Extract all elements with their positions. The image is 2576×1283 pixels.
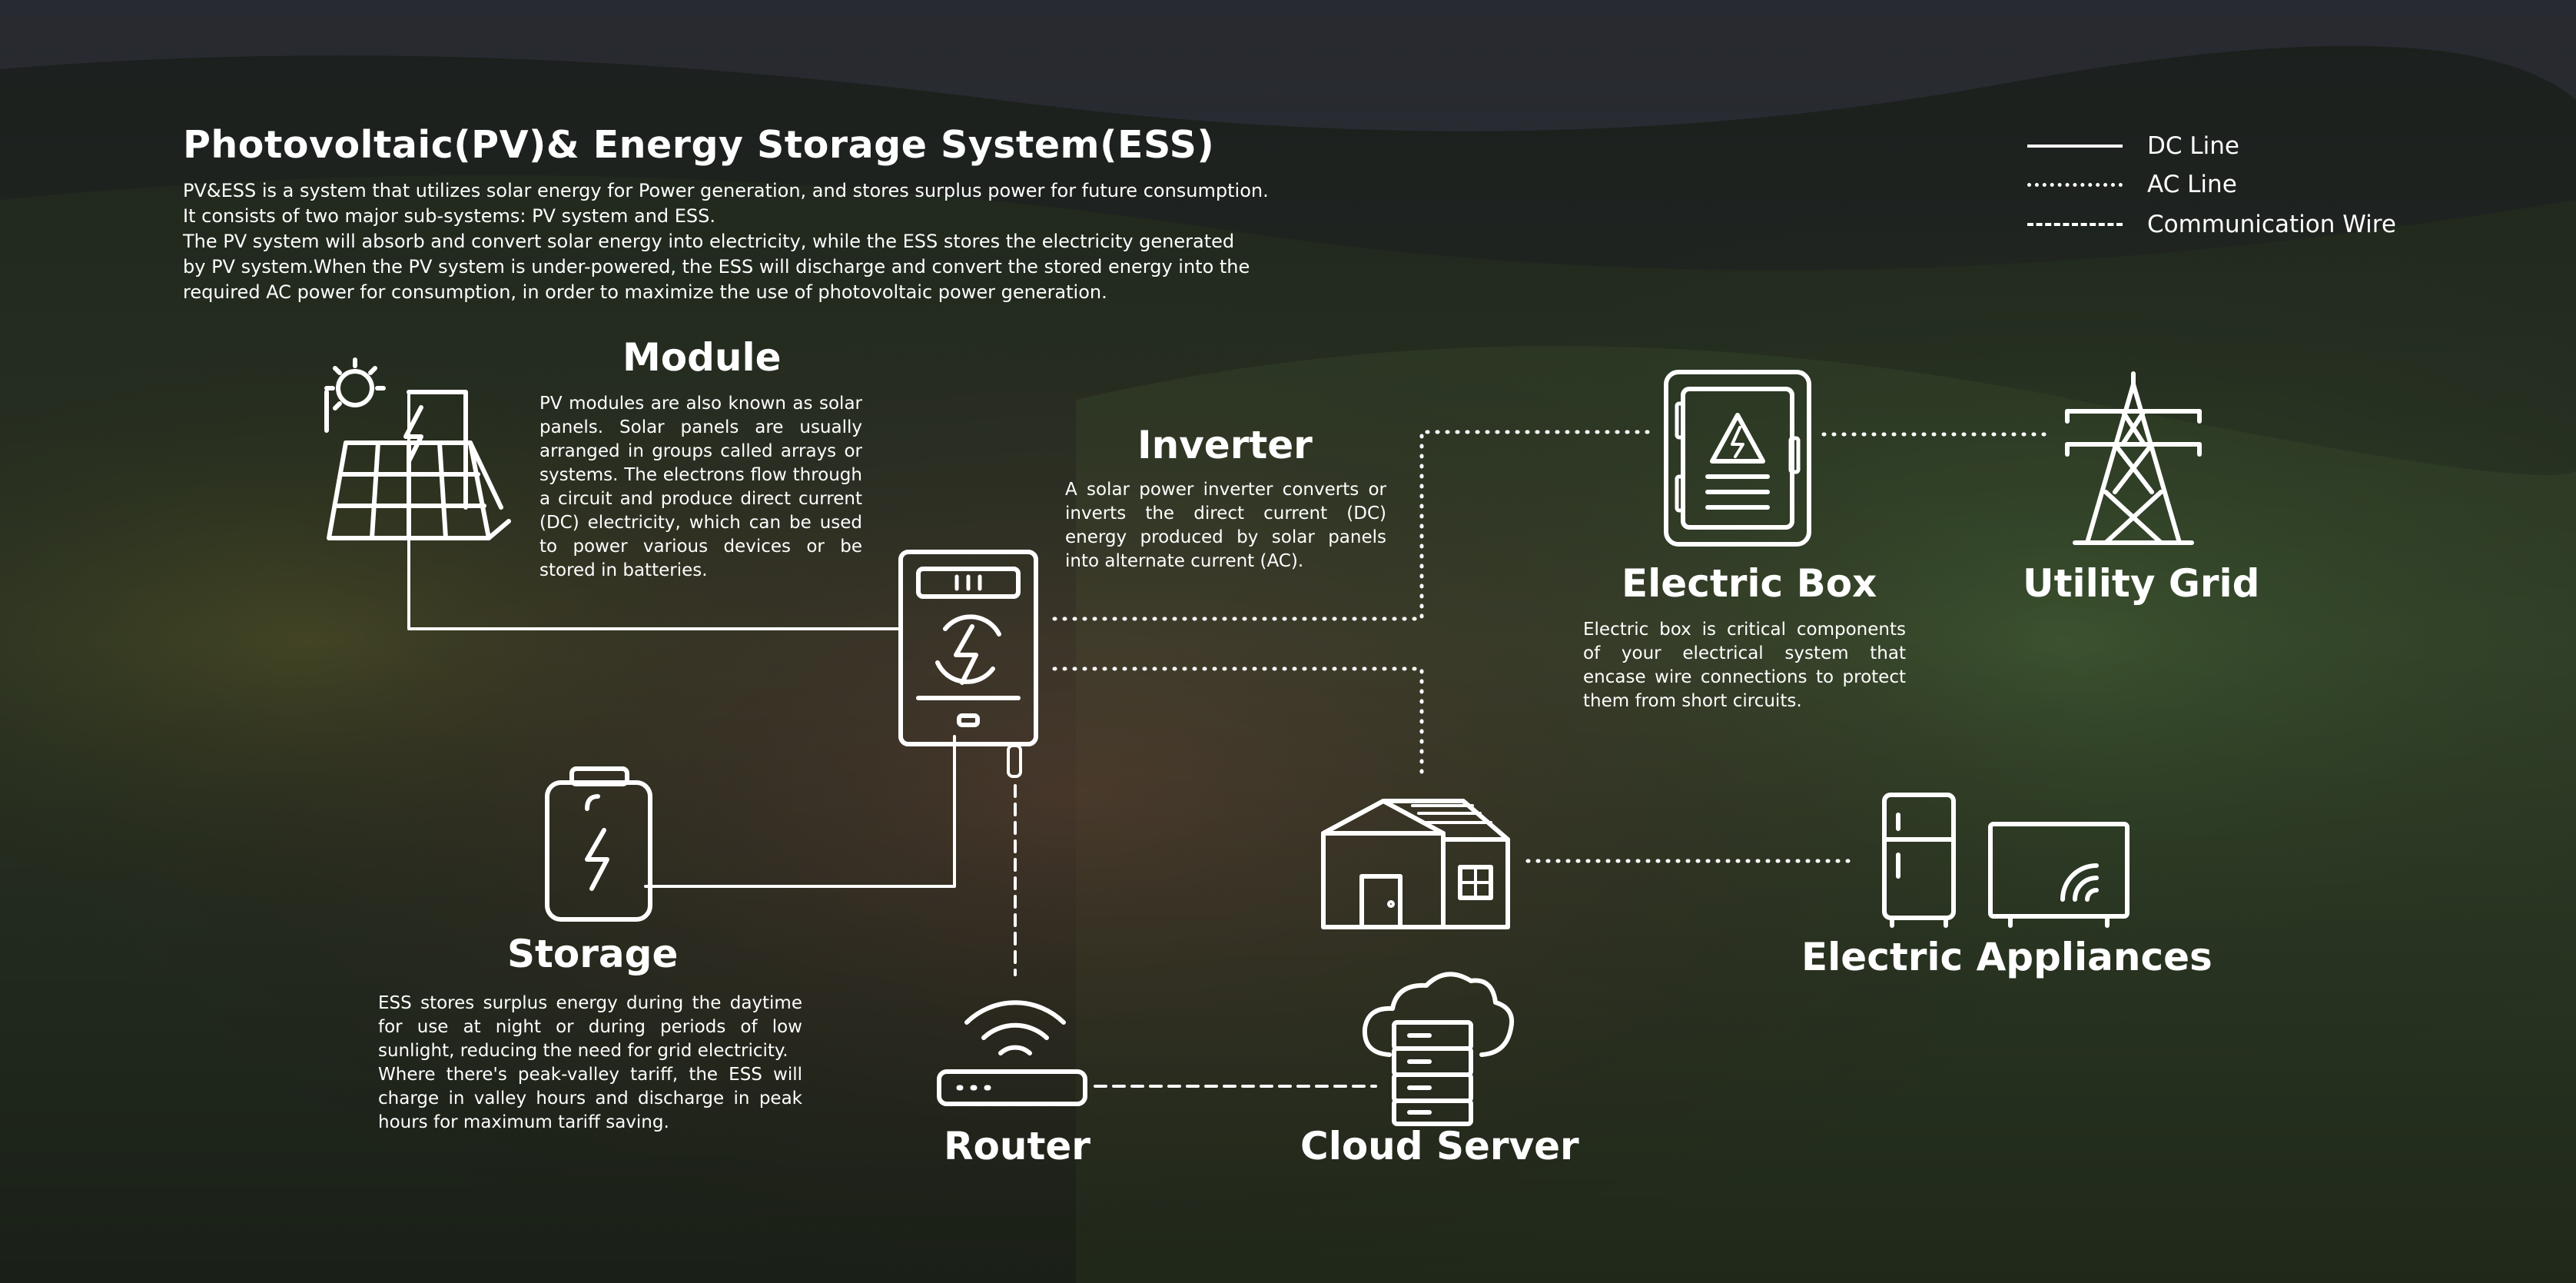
module-title: Module (622, 335, 782, 380)
legend-comm-swatch (2027, 223, 2123, 226)
intro-line: PV&ESS is a system that utilizes solar e… (183, 180, 1269, 201)
ac-line-inverter-to-house (1052, 666, 1424, 783)
intro-line: by PV system.When the PV system is under… (183, 256, 1250, 278)
intro-line: It consists of two major sub-systems: PV… (183, 205, 716, 227)
page-title: Photovoltaic(PV)& Energy Storage System(… (183, 123, 1215, 167)
legend-dc-line: DC Line (2027, 132, 2239, 160)
utility-grid-title: Utility Grid (2023, 561, 2260, 606)
house-icon (1321, 799, 1510, 929)
ac-line-inverter-to-electric-box (1052, 430, 1655, 621)
refrigerator-icon (1882, 793, 1956, 928)
inverter-icon (898, 550, 1038, 778)
storage-description-part-2: Where there's peak-valley tariff, the ES… (378, 1065, 802, 1132)
storage-description-part-1: ESS stores surplus energy during the day… (378, 993, 802, 1061)
intro-line: required AC power for consumption, in or… (183, 281, 1107, 303)
legend-ac-label: AC Line (2147, 171, 2237, 198)
legend-dc-swatch (2027, 145, 2123, 148)
electric-box-icon (1664, 370, 1811, 547)
solar-panel-icon (324, 357, 511, 540)
battery-storage-icon (545, 766, 652, 922)
legend-ac-line: AC Line (2027, 171, 2237, 198)
intro-paragraph: PV&ESS is a system that utilizes solar e… (183, 178, 1269, 305)
cloud-server-icon (1362, 972, 1514, 1126)
legend-comm-label: Communication Wire (2147, 211, 2396, 238)
television-icon (1988, 822, 2130, 928)
storage-title: Storage (507, 932, 679, 976)
legend-dc-label: DC Line (2147, 132, 2239, 160)
module-description: PV modules are also known as solar panel… (539, 394, 862, 580)
cloud-server-title: Cloud Server (1300, 1124, 1579, 1168)
electric-box-title: Electric Box (1622, 561, 1877, 606)
router-title: Router (944, 1124, 1090, 1168)
utility-grid-tower-icon (2065, 371, 2202, 545)
inverter-title: Inverter (1137, 423, 1313, 467)
electric-appliances-title: Electric Appliances (1801, 935, 2213, 979)
storage-description: ESS stores surplus energy during the day… (378, 992, 802, 1135)
dc-line-storage-to-inverter (644, 735, 956, 888)
electric-box-description: Electric box is critical components of y… (1583, 620, 1906, 711)
intro-line: The PV system will absorb and convert so… (183, 231, 1235, 252)
router-icon (937, 1000, 1087, 1106)
legend-comm-wire: Communication Wire (2027, 211, 2396, 238)
inverter-description: A solar power inverter converts or inver… (1065, 480, 1386, 571)
legend-ac-swatch (2027, 182, 2123, 187)
